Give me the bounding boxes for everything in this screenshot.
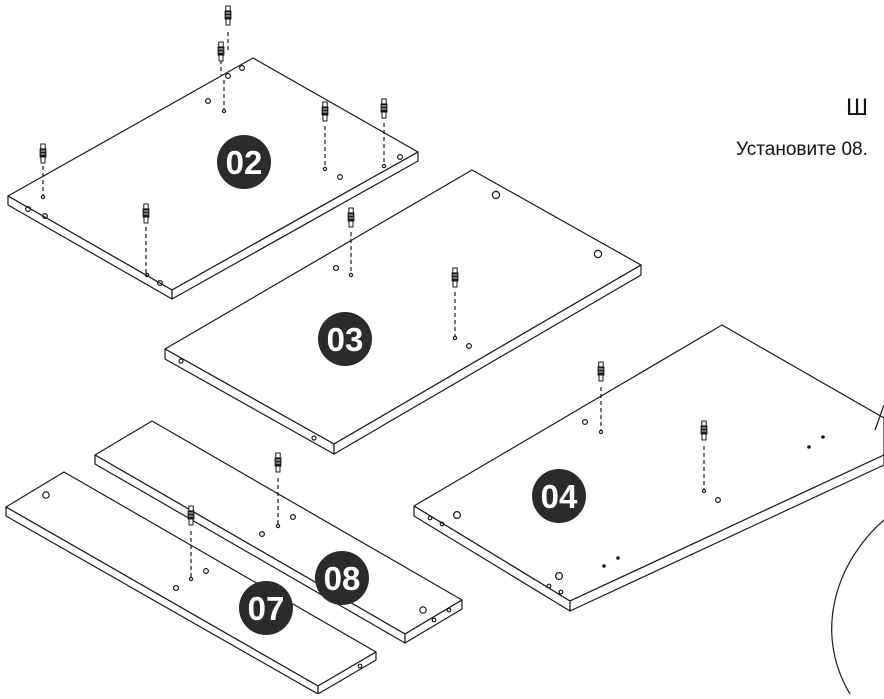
dowel-icon — [39, 143, 47, 164]
panel-04 — [413, 324, 884, 612]
part-badge-02: 02 — [217, 135, 271, 189]
part-badge-07: 07 — [239, 581, 293, 635]
part-label: 07 — [248, 590, 285, 627]
step-instruction: Установите 08. — [736, 139, 868, 160]
part-badge-04: 04 — [532, 469, 586, 523]
dowel-icon — [347, 207, 355, 228]
part-badge-08: 08 — [315, 551, 369, 605]
dowel-icon — [217, 41, 225, 62]
part-label: 08 — [324, 560, 361, 597]
dowel-icon — [224, 5, 232, 26]
part-label: 02 — [226, 144, 263, 181]
panel-edge-line — [874, 404, 884, 431]
dowel-icon — [274, 452, 282, 473]
dowel-icon — [451, 267, 459, 288]
detail-callout-arc — [831, 519, 884, 695]
part-label: 04 — [541, 478, 578, 515]
dowel-icon — [187, 505, 195, 526]
dowel-icon — [597, 361, 605, 382]
dowel-icon — [321, 101, 329, 122]
part-badge-03: 03 — [318, 312, 372, 366]
step-title: Ш — [846, 94, 868, 121]
dowel-icon — [700, 420, 708, 441]
panel-02 — [7, 32, 419, 300]
dowel-icon — [142, 203, 150, 224]
dowel-icon — [380, 98, 388, 119]
panel-03 — [164, 169, 642, 455]
part-label: 03 — [327, 321, 364, 358]
